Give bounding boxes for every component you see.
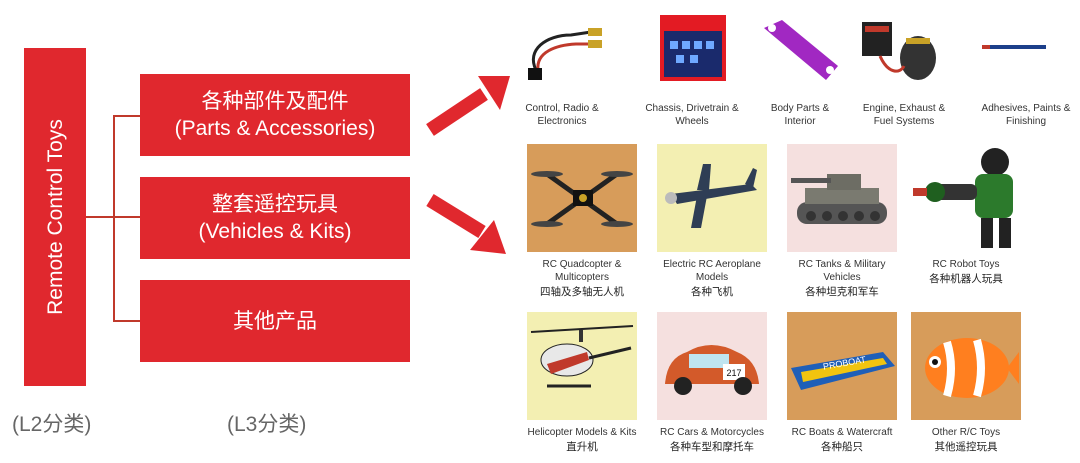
motor-esc-icon — [860, 14, 940, 86]
connector-line — [113, 115, 115, 320]
l3-box-parts: 各种部件及配件 (Parts & Accessories) — [140, 74, 410, 156]
thumb-car[interactable]: 217 — [657, 312, 767, 420]
vehicle-label-car[interactable]: RC Cars & Motorcycles 各种车型和摩托车 — [654, 426, 770, 454]
robot-icon — [911, 144, 1021, 252]
vehicle-label-zh: 各种飞机 — [650, 286, 774, 299]
thumb-boat[interactable]: PROBOAT — [787, 312, 897, 420]
vehicle-label-zh: 各种机器人玩具 — [911, 273, 1021, 286]
power-cable-icon — [516, 10, 606, 92]
vehicle-label-en: RC Robot Toys — [932, 259, 999, 270]
part-label[interactable]: Body Parts & Interior — [760, 102, 840, 128]
helicopter-icon — [527, 312, 637, 420]
thumb-quadcopter[interactable] — [527, 144, 637, 252]
thumb-fish-balloon[interactable] — [911, 312, 1021, 420]
l3-box-other: 其他产品 — [140, 280, 410, 362]
l3-box-vehicles-zh: 整套遥控玩具 — [212, 191, 338, 218]
thumb-motor-esc[interactable] — [860, 14, 940, 86]
vehicle-label-zh: 直升机 — [522, 441, 642, 454]
thumb-helicopter[interactable] — [527, 312, 637, 420]
vehicle-label-en: RC Boats & Watercraft — [792, 427, 893, 438]
vehicle-label-en: RC Cars & Motorcycles — [660, 427, 764, 438]
thumb-tank[interactable] — [787, 144, 897, 252]
fish-balloon-icon — [911, 312, 1021, 420]
connector-line — [86, 216, 113, 218]
vehicle-label-en: Other R/C Toys — [932, 427, 1000, 438]
l3-box-other-zh: 其他产品 — [233, 308, 317, 335]
arrow-up-right-icon — [430, 76, 510, 130]
vehicle-label-en: Electric RC Aeroplane Models — [663, 259, 761, 283]
part-label[interactable]: Adhesives, Paints & Finishing — [976, 102, 1076, 128]
car-number-badge: 217 — [726, 368, 741, 378]
part-label[interactable]: Engine, Exhaust & Fuel Systems — [856, 102, 952, 128]
car-icon: 217 — [657, 312, 767, 420]
boat-icon: PROBOAT — [787, 312, 897, 420]
quadcopter-icon — [527, 144, 637, 252]
thumb-paint-tube[interactable] — [980, 40, 1048, 54]
vehicle-label-tank[interactable]: RC Tanks & Military Vehicles 各种坦克和军车 — [787, 258, 897, 299]
vehicle-label-zh: 各种船只 — [782, 441, 902, 454]
connector-line — [113, 216, 140, 218]
vehicle-label-zh: 各种车型和摩托车 — [654, 441, 770, 454]
thumb-parts-package[interactable] — [660, 15, 726, 81]
vehicle-label-zh: 其他遥控玩具 — [911, 441, 1021, 454]
arrow-down-right-icon — [430, 200, 506, 254]
l3-box-vehicles: 整套遥控玩具 (Vehicles & Kits) — [140, 177, 410, 259]
parts-package-icon — [660, 15, 726, 81]
vehicle-label-en: RC Quadcopter & Multicopters — [543, 259, 622, 283]
l2-category-title: Remote Control Toys — [24, 48, 86, 386]
thumb-robot[interactable] — [911, 144, 1021, 252]
thumb-power-cable[interactable] — [516, 10, 606, 92]
paint-tube-icon — [980, 40, 1048, 54]
vehicle-label-robot[interactable]: RC Robot Toys 各种机器人玩具 — [911, 258, 1021, 286]
part-label[interactable]: Control, Radio & Electronics — [510, 102, 614, 128]
vehicle-label-boat[interactable]: RC Boats & Watercraft 各种船只 — [782, 426, 902, 454]
l2-category-bar: Remote Control Toys — [24, 48, 86, 386]
tank-icon — [787, 144, 897, 252]
vehicle-label-en: Helicopter Models & Kits — [528, 427, 637, 438]
l2-caption: (L2分类) — [12, 408, 91, 438]
connector-line — [113, 115, 140, 117]
vehicle-label-quadcopter[interactable]: RC Quadcopter & Multicopters 四轴及多轴无人机 — [527, 258, 637, 299]
arrows — [420, 70, 520, 260]
vehicle-label-en: RC Tanks & Military Vehicles — [798, 259, 885, 283]
l3-box-vehicles-en: (Vehicles & Kits) — [199, 218, 352, 245]
plane-icon — [657, 144, 767, 252]
thumb-plane[interactable] — [657, 144, 767, 252]
thumb-purple-bracket[interactable] — [758, 14, 842, 84]
connector-line — [113, 320, 140, 322]
l3-box-parts-en: (Parts & Accessories) — [175, 115, 376, 142]
vehicle-label-plane[interactable]: Electric RC Aeroplane Models 各种飞机 — [650, 258, 774, 299]
vehicle-label-helicopter[interactable]: Helicopter Models & Kits 直升机 — [522, 426, 642, 454]
part-label[interactable]: Chassis, Drivetrain & Wheels — [640, 102, 744, 128]
l3-box-parts-zh: 各种部件及配件 — [202, 88, 349, 115]
vehicle-label-fish-balloon[interactable]: Other R/C Toys 其他遥控玩具 — [911, 426, 1021, 454]
purple-bracket-icon — [758, 14, 842, 84]
vehicle-label-zh: 四轴及多轴无人机 — [527, 286, 637, 299]
l3-caption: (L3分类) — [227, 408, 306, 438]
vehicle-label-zh: 各种坦克和军车 — [787, 286, 897, 299]
